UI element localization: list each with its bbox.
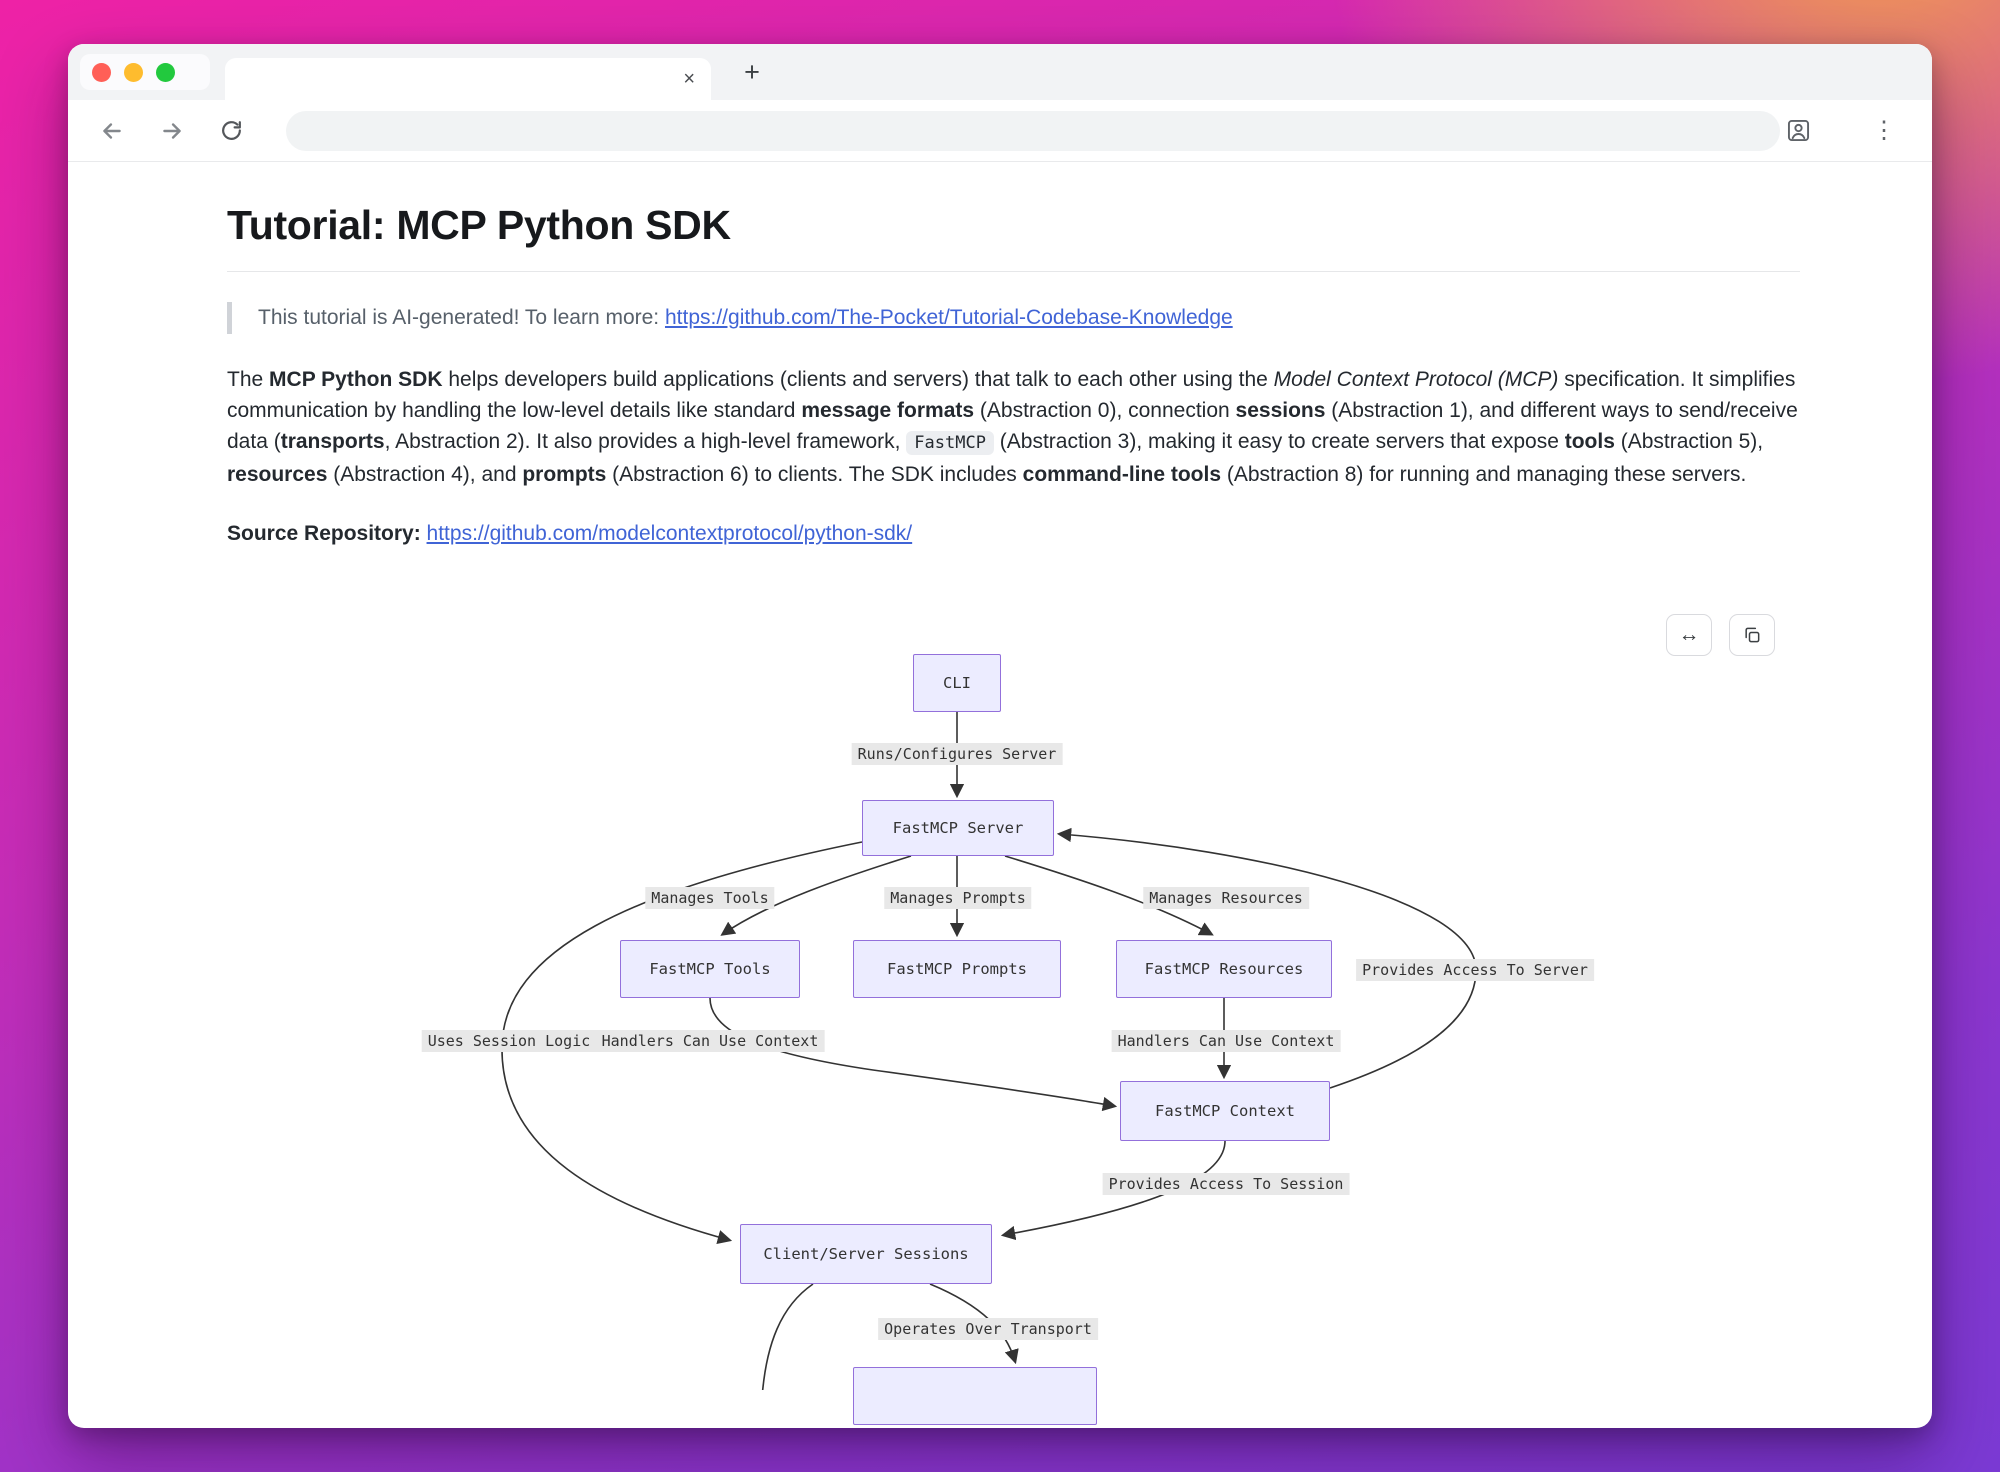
intro-segment: message formats [801, 399, 975, 423]
intro-segment: (Abstraction 8) for running and managing… [1221, 463, 1747, 487]
diagram-node-fastmcp-prompts: FastMCP Prompts [853, 940, 1061, 999]
intro-segment: (Abstraction 3), making it easy to creat… [993, 430, 1565, 454]
intro-code-chip: FastMCP [906, 431, 994, 456]
intro-segment: , Abstraction 2). It also provides a hig… [384, 430, 907, 454]
intro-segment: specification. It simplifies communicati… [227, 368, 1796, 423]
diagram-node-fastmcp-server: FastMCP Server [862, 800, 1054, 857]
intro-segment: Model Context Protocol (MCP) [1273, 368, 1559, 392]
intro-segment: tools [1564, 430, 1615, 454]
browser-window: × + ⋮ Tutorial: MCP Python SDK T [68, 44, 1932, 1428]
diagram-node-bottom-partial [853, 1367, 1097, 1426]
browser-tab[interactable]: × [225, 58, 711, 100]
copy-icon [1745, 627, 1760, 643]
kebab-menu-icon: ⋮ [1872, 116, 1896, 144]
intro-segment: helps developers build applications (cli… [442, 368, 1274, 392]
copy-diagram-button[interactable] [1729, 614, 1775, 657]
expand-arrows-icon: ↔ [1678, 623, 1700, 647]
page-title: Tutorial: MCP Python SDK [227, 202, 1800, 273]
profile-badge-icon [1787, 119, 1809, 142]
forward-button[interactable] [154, 113, 190, 149]
zoom-window-button[interactable] [156, 62, 175, 82]
tab-close-icon[interactable]: × [683, 68, 695, 90]
expand-diagram-button[interactable]: ↔ [1666, 614, 1712, 657]
intro-segment: MCP Python SDK [269, 368, 443, 392]
edge-label-provides-access-session: Provides Access To Session [1102, 1173, 1350, 1196]
tab-strip: × + [68, 44, 1932, 100]
source-label: Source Repository: [227, 522, 427, 546]
diagram-node-fastmcp-resources: FastMCP Resources [1116, 940, 1332, 999]
ai-generated-note: This tutorial is AI-generated! To learn … [227, 302, 1800, 335]
diagram-node-client-server-sessions: Client/Server Sessions [740, 1224, 992, 1285]
diagram-node-cli: CLI [913, 654, 1001, 713]
profile-button[interactable] [1780, 113, 1816, 149]
edge-label-uses-session-logic: Uses Session Logic [421, 1030, 597, 1053]
forward-arrow-icon [163, 122, 181, 139]
intro-segment: (Abstraction 0), connection [974, 399, 1236, 423]
minimize-window-button[interactable] [124, 62, 143, 82]
intro-segment: prompts [522, 463, 607, 487]
edge-label-handlers-context-left: Handlers Can Use Context [595, 1030, 825, 1053]
new-tab-button[interactable]: + [744, 56, 760, 87]
flowchart-diagram: Runs/Configures Server Manages Tools Man… [68, 606, 1932, 1426]
source-link[interactable]: https://github.com/modelcontextprotocol/… [426, 522, 913, 546]
reload-icon [222, 121, 242, 140]
intro-paragraph: The MCP Python SDK helps developers buil… [227, 364, 1800, 490]
edge-label-runs-configures: Runs/Configures Server [851, 743, 1063, 766]
diagram-node-fastmcp-tools: FastMCP Tools [620, 940, 800, 999]
diagram-controls: ↔ [1666, 614, 1775, 657]
edge-label-manages-prompts: Manages Prompts [884, 887, 1032, 910]
source-repository-line: Source Repository: https://github.com/mo… [227, 522, 1800, 546]
intro-segment: transports [280, 430, 385, 454]
edge-label-operates-transport: Operates Over Transport [878, 1318, 1098, 1341]
window-controls [80, 54, 210, 90]
diagram-edges [501, 712, 1477, 1391]
edge-label-manages-resources: Manages Resources [1143, 887, 1309, 910]
edge-label-provides-access-server: Provides Access To Server [1356, 959, 1594, 982]
intro-segment: resources [227, 463, 328, 487]
note-link[interactable]: https://github.com/The-Pocket/Tutorial-C… [664, 306, 1233, 330]
intro-segment: The [227, 368, 270, 392]
intro-segment: (Abstraction 6) to clients. The SDK incl… [606, 463, 1023, 487]
close-window-button[interactable] [92, 62, 111, 82]
navigation-bar: ⋮ [68, 100, 1932, 162]
note-text: This tutorial is AI-generated! To learn … [258, 306, 665, 330]
page-content: Tutorial: MCP Python SDK This tutorial i… [68, 162, 1932, 1426]
intro-segment: (Abstraction 4), and [327, 463, 523, 487]
browser-menu-button[interactable]: ⋮ [1866, 113, 1902, 149]
intro-segment: sessions [1235, 399, 1326, 423]
reload-button[interactable] [214, 113, 250, 149]
navbar-right-group: ⋮ [1780, 113, 1902, 149]
diagram-node-fastmcp-context: FastMCP Context [1120, 1081, 1330, 1142]
address-bar[interactable] [285, 110, 1780, 151]
edge-label-manages-tools: Manages Tools [645, 887, 775, 910]
intro-segment: (Abstraction 1), and different ways to s… [227, 399, 1798, 454]
back-button[interactable] [94, 113, 130, 149]
intro-segment: command-line tools [1022, 463, 1222, 487]
back-arrow-icon [103, 122, 121, 139]
edge-label-handlers-context-right: Handlers Can Use Context [1111, 1030, 1341, 1053]
intro-segment: (Abstraction 5), [1614, 430, 1764, 454]
